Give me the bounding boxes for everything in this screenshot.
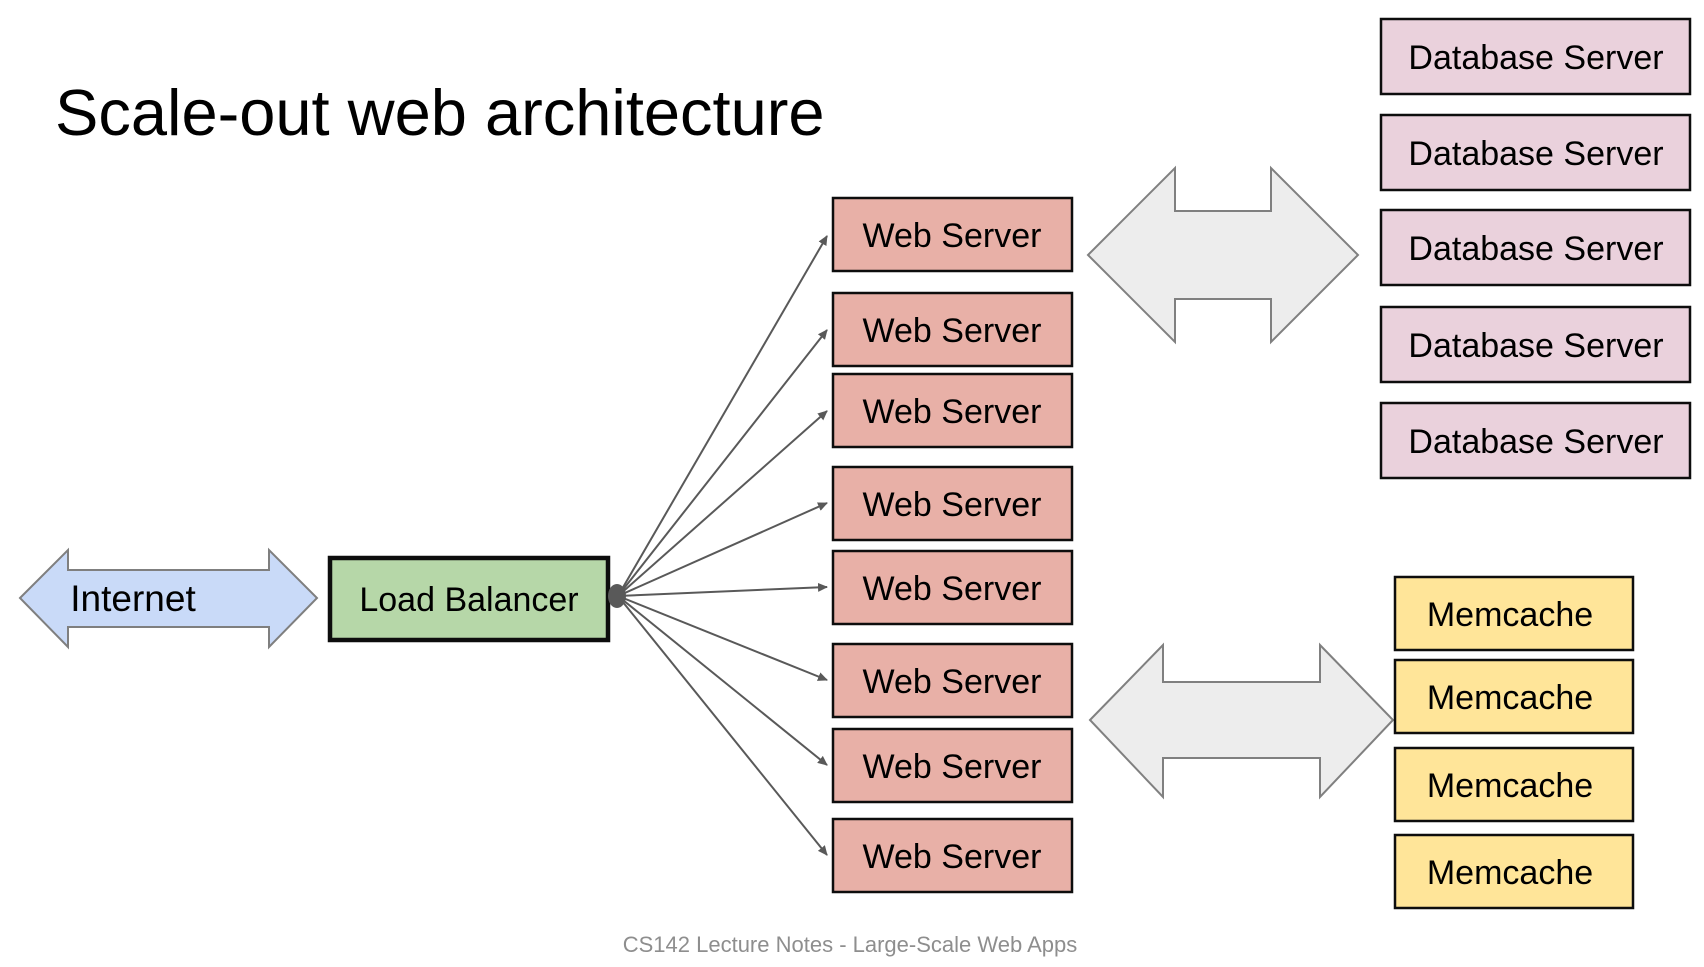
- web-server-label: Web Server: [863, 748, 1042, 786]
- lb-to-webserver-connector: [617, 235, 828, 597]
- internet-arrow-icon: [18, 547, 319, 650]
- database-server-column: Database Server Database Server Database…: [1379, 17, 1692, 480]
- database-server-box: [1379, 305, 1692, 384]
- database-server-label: Database Server: [1408, 327, 1663, 365]
- lb-to-webserver-connector: [617, 329, 828, 597]
- database-server-label: Database Server: [1408, 423, 1663, 461]
- database-server-label: Database Server: [1408, 39, 1663, 77]
- web-server-column: Web Server Web Server Web Server Web Ser…: [831, 196, 1074, 894]
- memcache-box: [1393, 833, 1635, 910]
- web-server-box: [831, 465, 1074, 542]
- web-server-label: Web Server: [863, 838, 1042, 876]
- load-balancer-box: [327, 555, 611, 643]
- lb-to-webserver-connector: [617, 595, 828, 681]
- web-server-label: Web Server: [863, 486, 1042, 524]
- web-db-double-arrow-icon: [1086, 165, 1360, 345]
- web-server-box: [831, 196, 1074, 273]
- memcache-label: Memcache: [1427, 679, 1593, 717]
- database-server-label: Database Server: [1408, 230, 1663, 268]
- footer-note: CS142 Lecture Notes - Large-Scale Web Ap…: [623, 932, 1078, 957]
- web-server-label: Web Server: [863, 570, 1042, 608]
- web-server-box: [831, 817, 1074, 894]
- web-server-box: [831, 291, 1074, 368]
- memcache-label: Memcache: [1427, 596, 1593, 634]
- fanout-connectors: [617, 235, 828, 856]
- lb-to-webserver-connector: [617, 595, 828, 766]
- web-server-box: [831, 372, 1074, 449]
- database-server-box: [1379, 113, 1692, 192]
- web-server-box: [831, 642, 1074, 719]
- memcache-label: Memcache: [1427, 767, 1593, 805]
- database-server-label: Database Server: [1408, 135, 1663, 173]
- database-server-box: [1379, 208, 1692, 287]
- web-memcache-double-arrow-icon: [1088, 642, 1395, 800]
- web-server-label: Web Server: [863, 217, 1042, 255]
- web-server-label: Web Server: [863, 393, 1042, 431]
- memcache-box: [1393, 746, 1635, 823]
- memcache-box: [1393, 658, 1635, 735]
- database-server-box: [1379, 17, 1692, 96]
- lb-to-webserver-connector: [617, 410, 828, 597]
- slide-title: Scale-out web architecture: [55, 76, 825, 149]
- memcache-column: Memcache Memcache Memcache Memcache: [1393, 575, 1635, 910]
- database-server-box: [1379, 401, 1692, 480]
- memcache-box: [1393, 575, 1635, 652]
- load-balancer-label: Load Balancer: [359, 581, 578, 619]
- web-server-label: Web Server: [863, 663, 1042, 701]
- web-server-label: Web Server: [863, 312, 1042, 350]
- lb-to-webserver-connector: [617, 582, 828, 597]
- lb-to-webserver-connector: [617, 595, 828, 856]
- fanout-origin-dot: [608, 584, 626, 608]
- lb-to-webserver-connector: [617, 502, 828, 597]
- web-server-box: [831, 549, 1074, 626]
- web-server-box: [831, 727, 1074, 804]
- internet-label: Internet: [70, 578, 196, 619]
- memcache-label: Memcache: [1427, 854, 1593, 892]
